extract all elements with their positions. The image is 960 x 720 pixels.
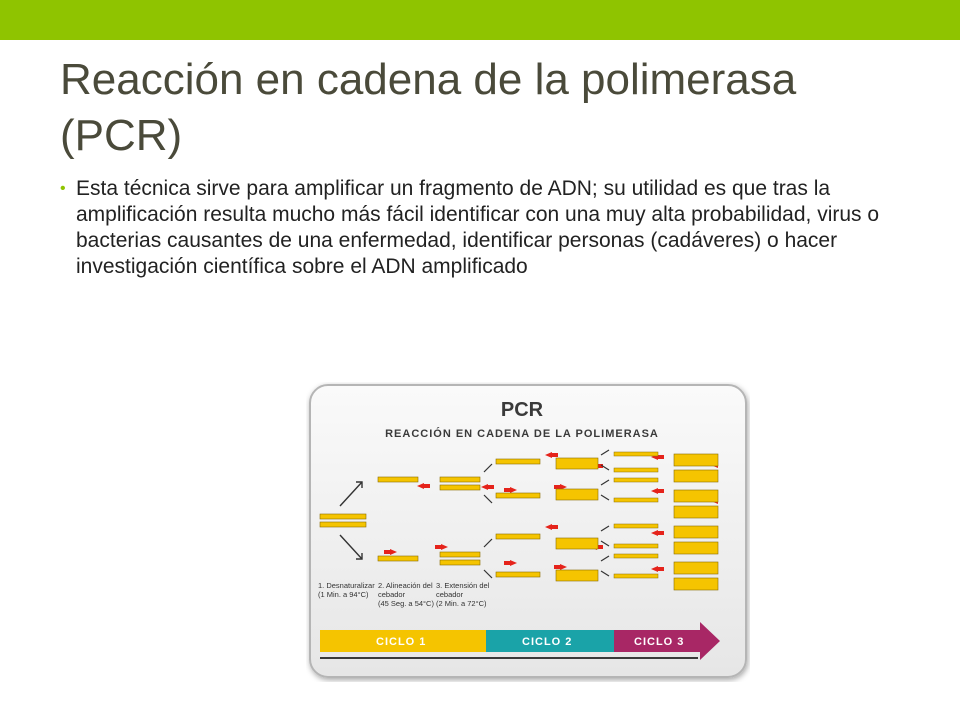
bullet-list: • Esta técnica sirve para amplificar un … — [60, 176, 920, 280]
cycle-3-label: CICLO 3 — [634, 636, 684, 648]
cycle-arrow: CICLO 1 CICLO 2 CICLO 3 — [320, 622, 720, 660]
cycle-1-segment — [320, 630, 486, 652]
step-3-caption: 3. Extensión del cebador (2 Min. a 72°C) — [436, 581, 491, 608]
branch-arrows — [483, 449, 610, 579]
cycle-1-label: CICLO 1 — [376, 636, 426, 648]
cycle-3-segment — [614, 622, 720, 660]
bullet-item: • Esta técnica sirve para amplificar un … — [60, 176, 920, 280]
annealing-stage — [439, 476, 481, 566]
step-1-caption: 1. Desnaturalizar (1 Min. a 94°C) — [318, 581, 377, 599]
slide-title: Reacción en cadena de la polimerasa (PCR… — [60, 55, 797, 160]
top-accent-bar — [0, 0, 960, 40]
cycle-2-segment — [486, 630, 614, 652]
single-strands — [377, 476, 419, 562]
diagram-panel — [309, 384, 747, 678]
dna-duplex-start — [319, 513, 367, 528]
bullet-text: Esta técnica sirve para amplificar un fr… — [76, 177, 880, 278]
diagram-subtitle: REACCIÓN EN CADENA DE LA POLIMERASA — [385, 427, 659, 440]
amplified-product — [673, 453, 719, 591]
step-2-caption: 2. Alineación del cebador (45 Seg. a 54°… — [378, 581, 435, 608]
denaturation-arrows — [339, 481, 363, 560]
cycle3-strands — [613, 451, 659, 579]
step-captions: 1. Desnaturalizar (1 Min. a 94°C) 2. Ali… — [318, 581, 491, 608]
extension-stage — [495, 458, 541, 578]
pcr-diagram: PCR REACCIÓN EN CADENA DE LA POLIMERASA — [306, 382, 750, 682]
bullet-dot-icon: • — [60, 180, 66, 197]
cycle2-duplexes — [555, 457, 599, 582]
diagram-title: PCR — [501, 399, 544, 421]
cycle-2-label: CICLO 2 — [522, 636, 572, 648]
